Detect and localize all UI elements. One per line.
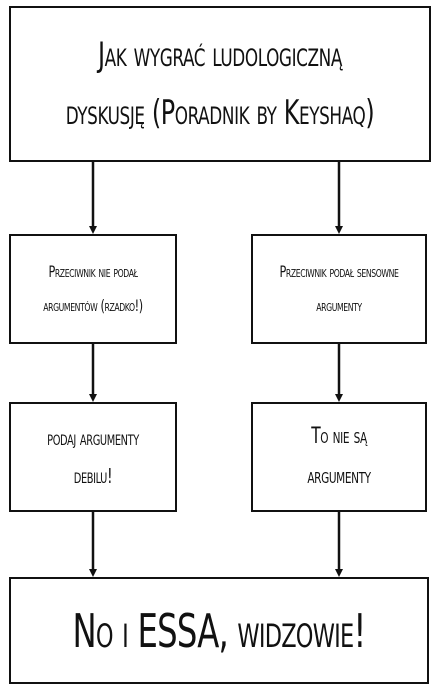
right-action-text: To nie są argumenty	[307, 424, 371, 489]
right-condition-node: Przeciwnik podał sensowne argumenty	[251, 234, 427, 344]
left-condition-text: Przeciwnik nie podał argumentów (rzadko!…	[43, 262, 143, 315]
outcome-node: No i ESSA, widzowie!	[9, 577, 429, 684]
left-action-node: podaj argumenty debilu!	[9, 402, 177, 512]
right-condition-text: Przeciwnik podał sensowne argumenty	[279, 262, 399, 315]
title-text: Jak wygrać ludologiczną dyskusję (Poradn…	[65, 35, 375, 133]
left-condition-node: Przeciwnik nie podał argumentów (rzadko!…	[9, 234, 177, 344]
right-action-node: To nie są argumenty	[251, 402, 427, 512]
left-action-text: podaj argumenty debilu!	[47, 426, 139, 488]
title-node: Jak wygrać ludologiczną dyskusję (Poradn…	[9, 6, 431, 162]
outcome-text: No i ESSA, widzowie!	[72, 603, 366, 658]
